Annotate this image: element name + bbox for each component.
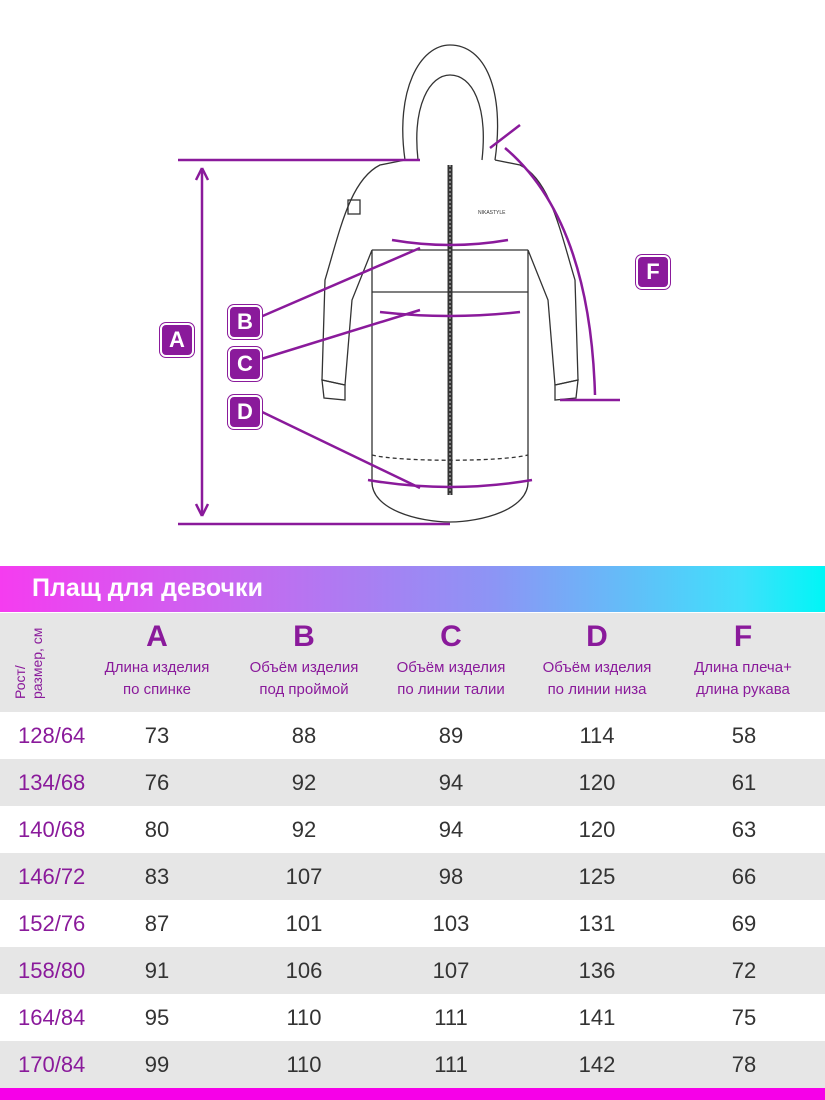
value-cell-d: 136 xyxy=(578,958,616,983)
table-row: 164/84 95 110 111 141 75 xyxy=(0,994,825,1041)
value-cell-f: 72 xyxy=(731,958,757,983)
header-desc: по спинке xyxy=(123,681,191,698)
value-cell-b: 88 xyxy=(291,723,317,748)
label-d: D xyxy=(228,395,262,429)
value-cell-c: 111 xyxy=(434,1005,468,1030)
label-a: A xyxy=(160,323,194,357)
header-letter: B xyxy=(293,620,315,653)
header-desc: под проймой xyxy=(259,681,349,698)
table-row: 134/68 76 92 94 120 61 xyxy=(0,759,825,806)
value-cell-f: 69 xyxy=(731,911,757,936)
value-cell-a: 83 xyxy=(144,864,170,889)
value-cell-c: 94 xyxy=(438,770,464,795)
value-cell-f: 78 xyxy=(731,1052,757,1077)
value-cell-c: 107 xyxy=(432,958,470,983)
header-a: A Длина изделия по спинке xyxy=(82,617,232,701)
size-cell: 158/80 xyxy=(18,958,86,983)
value-cell-a: 99 xyxy=(144,1052,170,1077)
value-cell-d: 114 xyxy=(579,723,615,748)
value-cell-a: 87 xyxy=(144,911,170,936)
header-d: D Объём изделия по линии низа xyxy=(522,617,672,701)
value-cell-c: 94 xyxy=(438,817,464,842)
table-row: 152/76 87 101 103 131 69 xyxy=(0,900,825,947)
size-cell: 146/72 xyxy=(18,864,86,889)
value-cell-a: 73 xyxy=(144,723,170,748)
header-f: F Длина плеча+ длина рукава xyxy=(668,617,818,701)
value-cell-c: 89 xyxy=(438,723,464,748)
header-desc: Объём изделия xyxy=(542,659,652,676)
table-header: Рост/ размер, см A Длина изделия по спин… xyxy=(0,613,825,712)
page-title: Плащ для девочки xyxy=(32,574,263,602)
header-letter: F xyxy=(733,620,753,653)
value-cell-b: 92 xyxy=(291,770,317,795)
value-cell-b: 92 xyxy=(291,817,317,842)
table-row: 158/80 91 106 107 136 72 xyxy=(0,947,825,994)
label-b: B xyxy=(228,305,262,339)
header-b: B Объём изделия под проймой xyxy=(229,617,379,701)
size-column-header: Рост/ размер, см xyxy=(12,627,45,699)
bottom-bar xyxy=(0,1088,825,1100)
header-desc: Объём изделия xyxy=(249,659,359,676)
value-cell-b: 106 xyxy=(285,958,323,983)
size-cell: 128/64 xyxy=(18,723,86,748)
value-cell-f: 66 xyxy=(731,864,757,889)
value-cell-c: 98 xyxy=(438,864,464,889)
header-c: C Объём изделия по линии талии xyxy=(376,617,526,701)
size-cell: 152/76 xyxy=(18,911,86,936)
value-cell-c: 111 xyxy=(434,1052,468,1077)
value-cell-d: 120 xyxy=(578,817,616,842)
header-desc: Объём изделия xyxy=(396,659,506,676)
coat-drawing: NIKASTYLE xyxy=(178,44,620,526)
value-cell-f: 75 xyxy=(731,1005,757,1030)
header-letter: A xyxy=(146,620,168,653)
value-cell-a: 80 xyxy=(144,817,170,842)
table-row: 170/84 99 110 111 142 78 xyxy=(0,1041,825,1088)
header-letter: C xyxy=(440,620,462,653)
table-row: 146/72 83 107 98 125 66 xyxy=(0,853,825,900)
value-cell-a: 91 xyxy=(144,958,170,983)
header-desc: Длина изделия xyxy=(104,659,210,676)
header-desc: Длина плеча+ xyxy=(694,659,792,676)
value-cell-d: 120 xyxy=(578,770,616,795)
value-cell-c: 103 xyxy=(432,911,470,936)
table-row: 140/68 80 92 94 120 63 xyxy=(0,806,825,853)
coat-illustration: NIKASTYLE A B C D F xyxy=(160,44,670,526)
label-c: C xyxy=(228,347,262,381)
header-desc: по линии низа xyxy=(547,681,647,698)
value-cell-d: 141 xyxy=(578,1005,616,1030)
title-banner: Плащ для девочки xyxy=(0,566,825,612)
header-desc: по линии талии xyxy=(397,681,505,698)
value-cell-b: 110 xyxy=(286,1052,322,1077)
value-cell-a: 95 xyxy=(144,1005,170,1030)
label-f: F xyxy=(636,255,670,289)
value-cell-f: 61 xyxy=(731,770,757,795)
value-cell-b: 101 xyxy=(285,911,323,936)
value-cell-d: 125 xyxy=(578,864,616,889)
value-cell-a: 76 xyxy=(144,770,170,795)
brand-logo: NIKASTYLE xyxy=(478,210,506,216)
header-desc: длина рукава xyxy=(696,681,790,698)
size-cell: 170/84 xyxy=(18,1052,86,1077)
value-cell-b: 107 xyxy=(285,864,323,889)
size-cell: 140/68 xyxy=(18,817,86,842)
value-cell-b: 110 xyxy=(286,1005,322,1030)
table-row: 128/64 73 88 89 114 58 xyxy=(0,712,825,759)
value-cell-d: 131 xyxy=(578,911,616,936)
value-cell-f: 58 xyxy=(731,723,757,748)
header-letter: D xyxy=(586,620,608,653)
value-cell-f: 63 xyxy=(731,817,757,842)
size-cell: 164/84 xyxy=(18,1005,86,1030)
size-cell: 134/68 xyxy=(18,770,86,795)
value-cell-d: 142 xyxy=(578,1052,616,1077)
